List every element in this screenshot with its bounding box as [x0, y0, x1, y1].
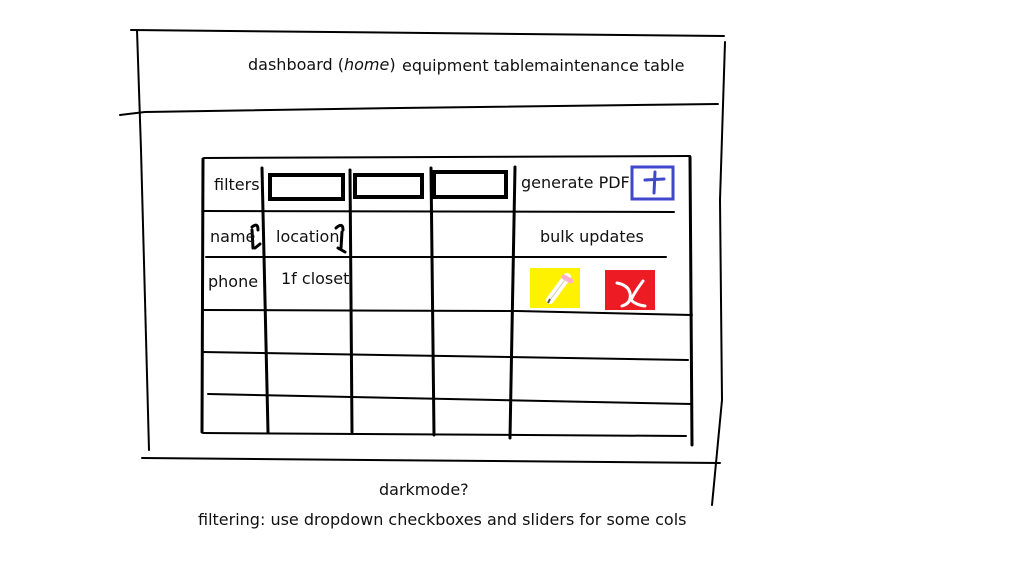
- header-divider: [119, 103, 719, 116]
- nav-dashboard-link[interactable]: dashboard (home): [248, 57, 396, 73]
- add-button[interactable]: [630, 165, 675, 201]
- table-cell-name: phone: [208, 272, 259, 291]
- bulk-updates-label: bulk updates: [540, 227, 644, 246]
- column-header-name[interactable]: name: [210, 227, 256, 246]
- frame-bottom-border: [141, 457, 721, 464]
- filter-input-2[interactable]: [353, 173, 424, 199]
- filters-label: filters: [214, 175, 260, 194]
- sort-icon[interactable]: [334, 223, 347, 254]
- generate-pdf-button[interactable]: generate PDF: [521, 173, 630, 192]
- nav-dashboard-text: dashboard (: [248, 55, 344, 74]
- filtering-note: filtering: use dropdown checkboxes and s…: [198, 510, 687, 529]
- table-grid: [200, 155, 694, 447]
- frame-left-border: [136, 29, 150, 451]
- edit-button[interactable]: [530, 268, 580, 308]
- plus-icon: [643, 170, 666, 195]
- filter-input-3[interactable]: [432, 170, 508, 199]
- nav-dashboard-home: home: [343, 55, 390, 74]
- x-icon: [615, 279, 647, 308]
- delete-button[interactable]: [605, 270, 655, 310]
- nav-dashboard-close: ): [389, 55, 396, 74]
- frame-top-border: [130, 29, 725, 37]
- darkmode-note: darkmode?: [379, 480, 469, 499]
- pencil-icon: [546, 273, 574, 304]
- sort-icon[interactable]: [250, 223, 262, 250]
- table-cell-location: 1f closet: [281, 269, 350, 288]
- column-header-location[interactable]: location: [276, 227, 340, 246]
- nav-maintenance-link[interactable]: maintenance table: [534, 56, 685, 75]
- filter-input-1[interactable]: [268, 173, 345, 201]
- frame-right-border: [711, 41, 726, 506]
- nav-equipment-link[interactable]: equipment table: [402, 56, 535, 75]
